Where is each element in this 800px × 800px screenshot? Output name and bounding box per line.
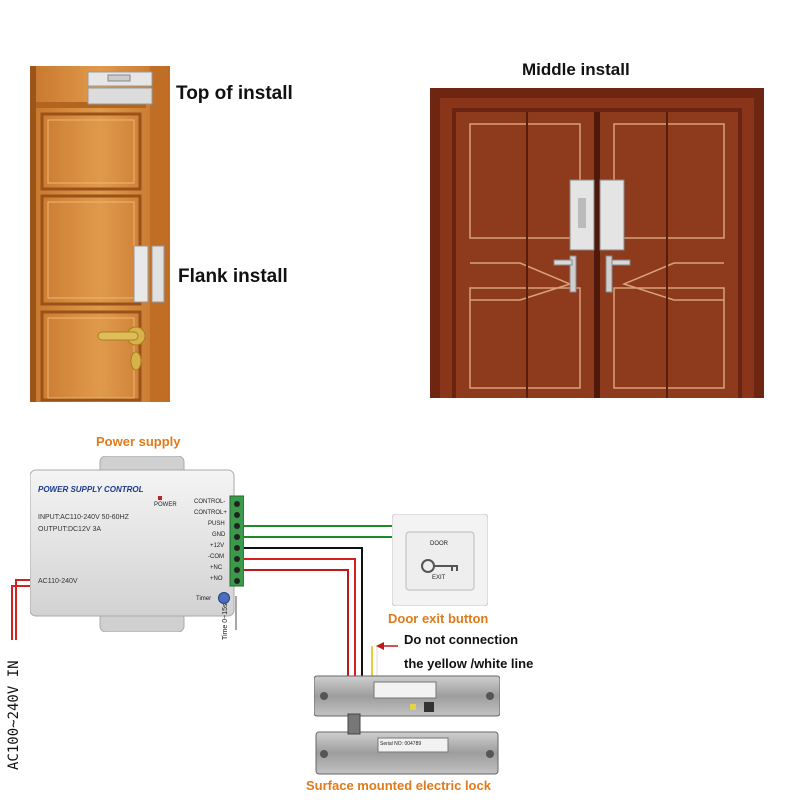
terminal-12v: +12V — [210, 543, 225, 549]
terminal-gnd: GND — [212, 532, 226, 538]
terminal-no: +NO — [210, 576, 223, 582]
timer-label: Timer — [196, 596, 212, 602]
key-icon — [421, 559, 458, 573]
door-exit-button-label: Door exit button — [388, 611, 489, 626]
top-install-label: Top of install — [176, 83, 293, 104]
plus12v-wire — [244, 547, 363, 676]
double-door-photo — [430, 88, 764, 398]
power-ac-label: AC110-240V — [38, 578, 78, 585]
power-title: POWER SUPPLY CONTROL — [38, 485, 144, 494]
com-wire — [244, 558, 356, 676]
ac-wire-2 — [11, 585, 30, 640]
timer-knob-icon[interactable] — [218, 592, 230, 604]
door-exit-button[interactable] — [392, 514, 488, 606]
exit-button-bottom-text: EXIT — [432, 575, 446, 581]
lock-serial-label: Serial NO: 004789 — [380, 741, 422, 747]
middle-install-label: Middle install — [522, 60, 630, 79]
exit-button-top-text: DOOR — [430, 541, 448, 547]
power-output-spec: OUTPUT:DC12V 3A — [38, 526, 102, 533]
power-supply-box — [30, 456, 244, 632]
ac-wire-1 — [15, 579, 30, 640]
do-not-connect-label: Do not connection — [404, 632, 519, 647]
single-door-photo — [30, 66, 170, 402]
surface-lock-label: Surface mounted electric lock — [306, 778, 491, 793]
nc-wire — [244, 569, 349, 676]
surface-mounted-lock — [314, 674, 500, 776]
power-input-spec: INPUT:AC110-240V 50-60HZ — [38, 514, 129, 521]
terminal-control-minus: CONTROL- — [194, 499, 226, 505]
terminal-com: -COM — [208, 554, 224, 560]
terminal-control-plus: CONTROL+ — [194, 510, 227, 516]
terminal-push: PUSH — [208, 521, 225, 527]
power-led-label: POWER — [154, 502, 177, 508]
arrow-head-icon — [376, 642, 384, 650]
flank-install-label: Flank install — [178, 266, 288, 287]
yellow-white-line-label: the yellow /white line — [404, 656, 534, 671]
terminal-nc: +NC — [210, 565, 223, 571]
power-supply-label: Power supply — [96, 434, 181, 449]
